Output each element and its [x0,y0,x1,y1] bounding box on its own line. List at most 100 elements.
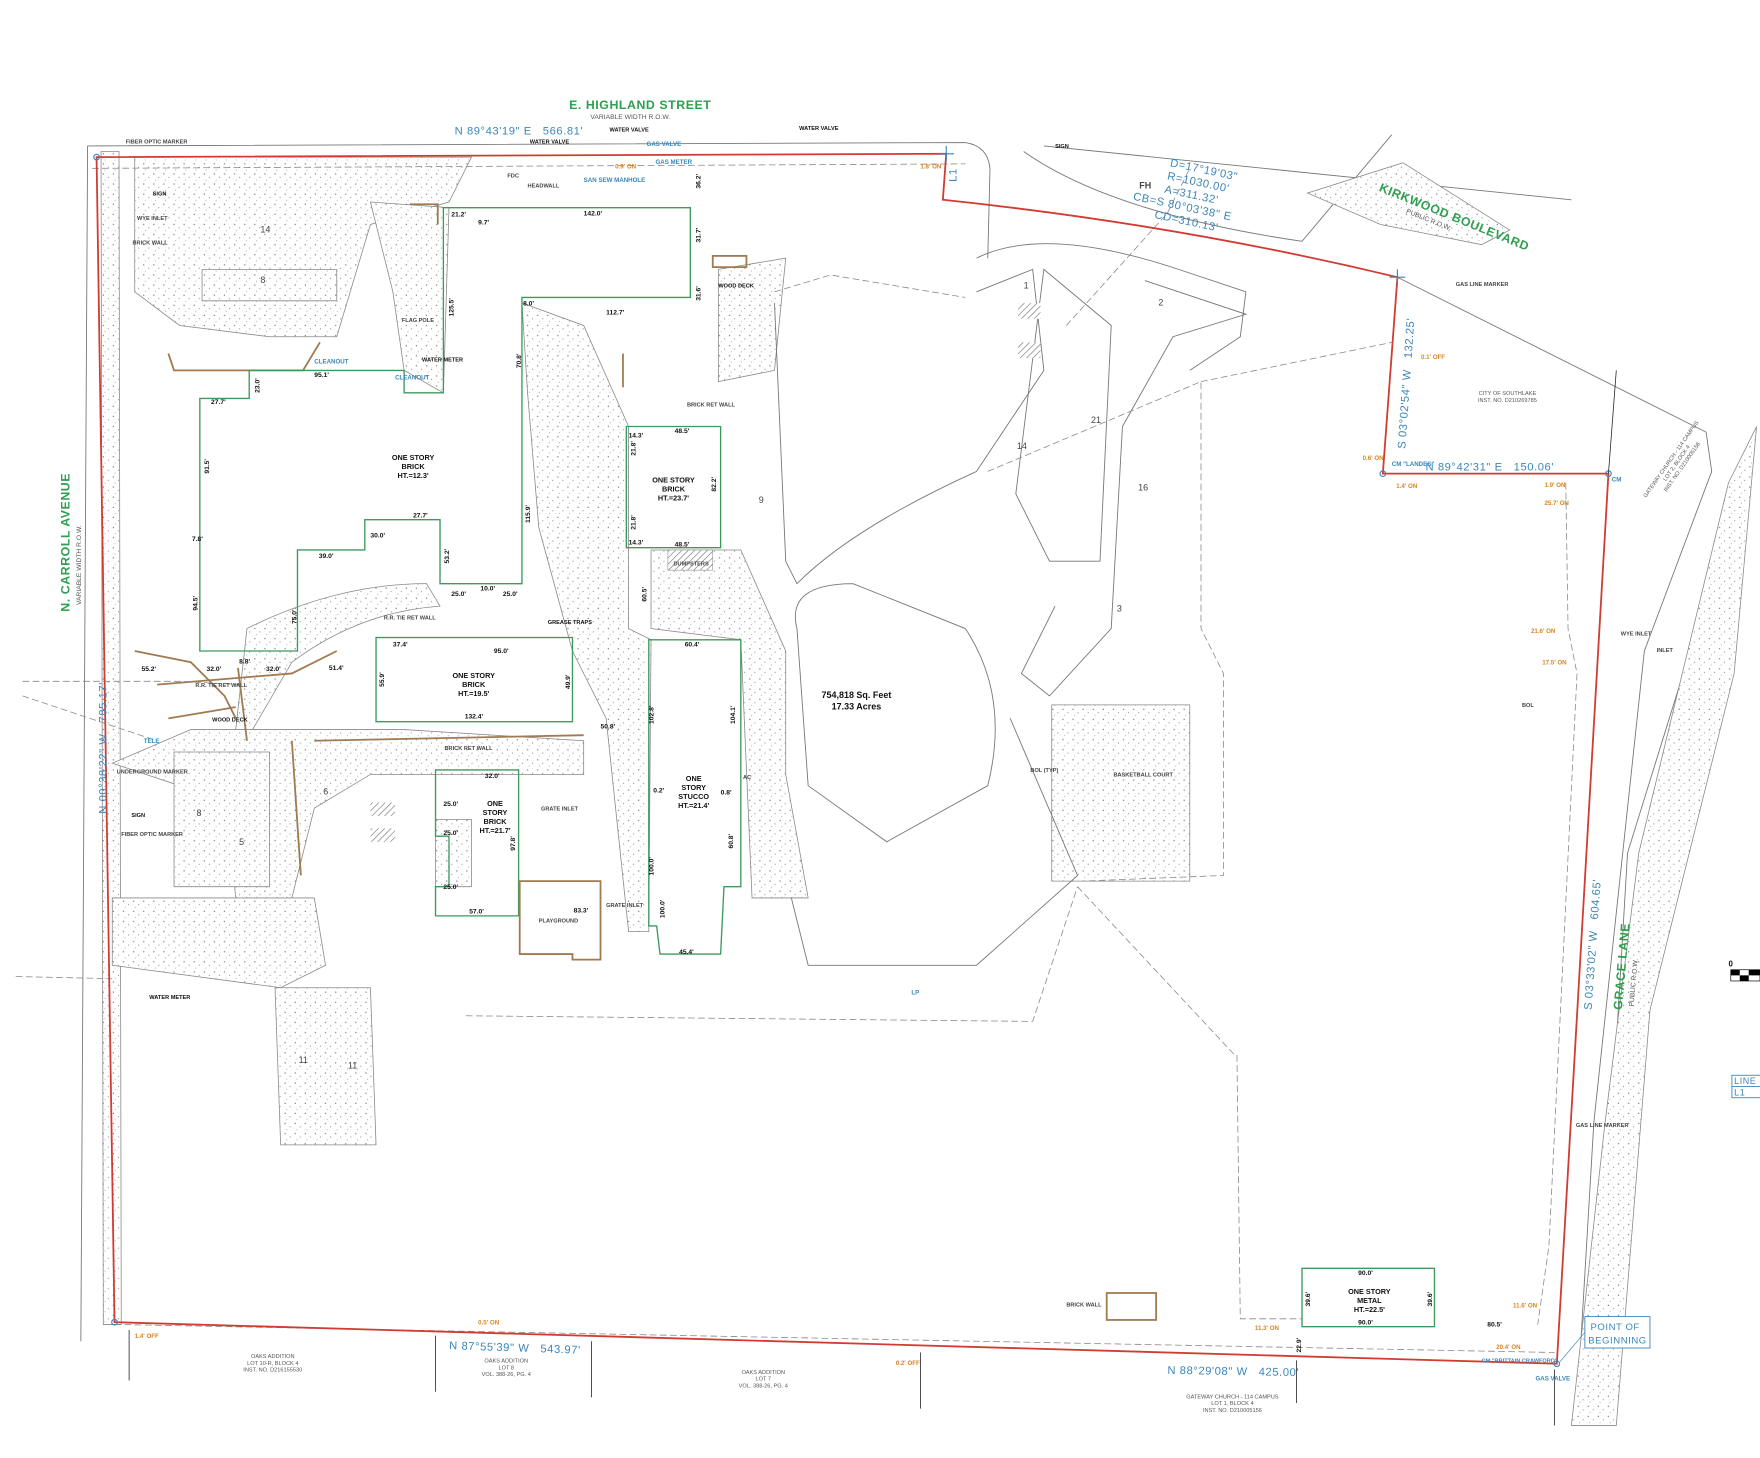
utility-lines [15,163,1555,1353]
boundary-calls: N 89°43'19" E 566.81' L1 D=17°19'03" R=1… [98,126,1651,1379]
features-43-label: LP [911,989,919,996]
parking_numbers-1-label: 8 [260,275,265,285]
dimensions-41-label: 102.8' [648,705,655,724]
dimensions-32-label: 55.9' [379,672,386,687]
dimension-labels: 142.0' 21.2' 9.7' 36.2' 31.7' 31.6' 112.… [141,173,1502,1352]
dimensions-25-label: 115.9' [525,505,532,523]
features-19-label: DUMPSTERS [673,562,708,568]
buildings-2-lines-1-label: BRICK [662,485,686,494]
buildings-5-lines-1-label: METAL [1357,1296,1382,1305]
dimensions-31-label: 95.0' [494,648,509,655]
adjoiners-4-lines-1-label: LOT 7 [756,1377,772,1383]
buildings-1-lines-1-label: BRICK [462,680,486,689]
adjoiners-2-lines-0-label: OAKS ADDITION [251,1354,295,1360]
dimensions-51-label: 83.3' [574,908,589,915]
features-14-label: WOOD DECK [212,718,248,724]
buildings [199,206,1436,1328]
buildings-5-lines-2-label: HT.=22.5' [1354,1305,1385,1314]
adjoiners-4-lines-2-label: VOL. 388-26, PG. 4 [739,1383,788,1389]
dimensions-0-label: 142.0' [584,211,603,218]
buildings-5-lines-0-label: ONE STORY [1348,1287,1391,1296]
features-37-label: WOOD DECK [718,283,754,289]
street-row-highland: VARIABLE WIDTH R.O.W. [590,114,670,121]
adjoiners-2-lines-2-label: INST. NO. D216155530 [243,1368,302,1374]
dimensions-60-label: 21.8' [630,441,637,456]
building-stucco-21-4 [648,639,742,955]
features-1-label: WATER VALVE [610,127,650,133]
parking_numbers-4-label: 21 [1091,415,1101,425]
features-12-label: BRICK RET WALL [687,402,736,408]
parking_numbers-6-label: 16 [1138,482,1148,492]
dimensions-23-label: 27.7' [413,512,428,519]
dimensions-13-label: 7.8' [192,536,203,543]
features-11-label: BRICK WALL [132,241,168,247]
building-brick-23-7 [625,425,722,549]
parking_numbers-13-label: 11 [348,1061,357,1071]
dimensions-14-label: 94.5' [193,596,200,611]
building-brick-19-5 [375,636,574,723]
adjoiners-5-lines-0-label: GATEWAY CHURCH - 114 CAMPUS [1186,1395,1279,1401]
area-label: 754,818 Sq. Feet 17.33 Acres [822,690,892,711]
buildings-3-lines-3-label: HT.=21.4' [678,801,709,810]
dimensions-49-label: 57.0' [469,909,484,916]
area-acres-label: 17.33 Acres [832,701,882,711]
dimensions-27-label: 25.0' [451,591,466,598]
offsets-11-label: 11.3' ON [1255,1325,1280,1332]
dimensions-43-label: 100.0' [648,857,655,876]
features-22-label: BASKETBALL COURT [1113,773,1173,779]
features-3-label: GAS VALVE [647,141,682,148]
buildings-4-lines-3-label: HT.=21.7' [479,826,510,835]
features-2-label: WATER VALVE [799,126,839,132]
features-8-label: FIBER OPTIC MARKER [126,140,188,146]
dimensions-47-label: 25.0' [443,830,458,837]
monuments-2-label: CM [1612,477,1622,484]
retaining-walls [134,203,1158,1321]
adjoiners-3-lines-1-label: LOT 8 [498,1365,513,1371]
parking_numbers-11-label: 6 [323,787,328,797]
features-31-label: FIBER OPTIC MARKER [121,832,183,838]
dimensions-55-label: 39.6' [1427,1291,1434,1306]
monuments-1-label: CM "BRITTAIN CRAWFORD" [1482,1359,1558,1365]
call-east: S 03°33'02" W 604.65' [1583,879,1604,1011]
dimensions-22-label: 30.0' [370,533,385,540]
features-34-label: SIGN [1055,144,1069,150]
offsets-1-label: 0.9' ON [615,163,637,170]
buildings-2-lines-0-label: ONE STORY [652,476,695,485]
buildings-2-lines-2-label: HT.=23.7' [658,494,689,503]
features-18-label: GREASE TRAPS [548,620,593,626]
dimensions-38-label: 82.2' [711,477,718,492]
features-0-label: WATER VALVE [530,140,570,146]
call-east-jog: N 89°42'31" E 150.06' [1425,461,1554,473]
parking_numbers-0-label: 14 [260,224,270,234]
monuments-0-label: CM "LANDES" [1392,461,1435,468]
call-east-short: S 03°02'54" W 132.25' [1396,318,1417,450]
features-17-label: FLAG POLE [402,318,434,324]
dimensions-50-label: 97.8' [510,836,517,851]
dimensions-33-label: 49.9' [565,674,572,689]
property-boundary [93,145,1612,1368]
dimensions-3-label: 36.2' [695,173,702,188]
dimensions-40-label: 60.4' [685,642,700,649]
dimensions-45-label: 32.0' [485,773,500,780]
dimensions-44-label: 45.4' [679,949,694,956]
dimension-stucco-west-lower: 100.0' [659,899,666,918]
line_table-header-label: LINE [1734,1076,1756,1086]
buildings-3-lines-1-label: STORY [681,783,706,792]
dimensions-16-label: 55.2' [141,666,156,673]
dimensions-52-label: 90.0' [1358,1270,1373,1277]
dimensions-56-label: 80.5' [1487,1322,1502,1329]
playground-outline [518,880,602,961]
paved-areas [111,156,1191,1146]
street-name-highland: E. HIGHLAND STREET [569,98,711,112]
offsets-10-label: 20.4' ON [1496,1344,1521,1351]
dimensions-2-label: 9.7' [478,219,489,226]
street-row-carroll: VARIABLE WIDTH R.O.W. [76,525,83,605]
boundary_calls-point_of_beginning-1-label: BEGINNING [1588,1336,1647,1347]
dimensions-21-label: 75.0' [291,609,298,624]
features-13-label: R.R. TIE RET WALL [195,683,247,689]
adjoiners-0-lines-0-label: CITY OF SOUTHLAKE [1479,391,1537,397]
buildings-0-lines-0-label: ONE STORY [392,453,435,462]
features-41-label: GAS LINE MARKER [1576,1123,1629,1129]
